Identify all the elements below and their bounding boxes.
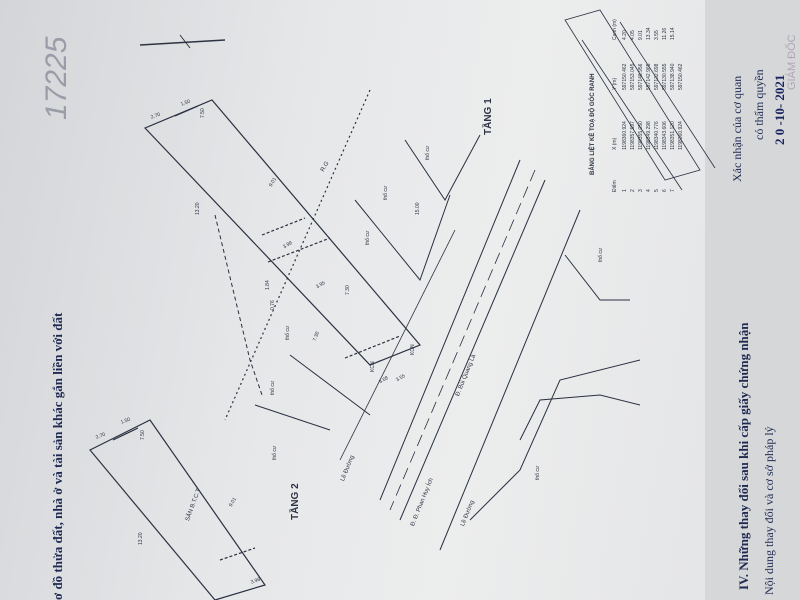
stamp-fragment: GIÁM ĐỐC bbox=[786, 34, 798, 90]
neighbour-parcels bbox=[254, 134, 641, 521]
dimension-label: 13.20 bbox=[195, 202, 201, 215]
coordinate-table-cell: 5 bbox=[654, 189, 660, 192]
dimension-label: 1.84 bbox=[265, 280, 271, 290]
coordinate-table-cell: 1198351.120 bbox=[670, 121, 676, 150]
section-heading: ơ đồ thửa đất, nhà ở và tài sản khác gắn… bbox=[50, 312, 65, 600]
coordinate-table-cell: 597138.940 bbox=[670, 63, 676, 90]
coordinate-table-cell: 7 bbox=[670, 189, 676, 192]
coordinate-table-cell: 6 bbox=[662, 189, 668, 192]
north-arrow-icon bbox=[139, 34, 226, 49]
coordinate-table-cell: 3.55 bbox=[654, 30, 660, 40]
coordinate-table-cell: 597142.965 bbox=[646, 63, 652, 90]
coordinate-table-cell: 1198360.924 bbox=[622, 121, 628, 150]
parcel-label: thổ cư bbox=[270, 380, 276, 395]
coordinate-table-cell: 2 bbox=[630, 189, 636, 192]
coordinate-table-cell: 597150.462 bbox=[622, 63, 628, 90]
section-iv-column-content: Nội dung thay đổi và cơ sở pháp lý bbox=[762, 426, 776, 595]
coordinate-table-cell: 13.34 bbox=[646, 27, 652, 40]
coordinate-table-cell: 4 bbox=[646, 189, 652, 192]
dimension-label: 13.20 bbox=[138, 532, 144, 545]
dotted-boundary bbox=[224, 89, 371, 421]
section-iv-column-confirm: Xác nhận của cơ quan bbox=[730, 75, 744, 182]
road-lines bbox=[339, 159, 581, 551]
coordinate-table-cell: 597150.462 bbox=[678, 63, 684, 90]
construction-outline bbox=[214, 214, 263, 396]
parcel-label: thổ cư bbox=[272, 445, 278, 460]
coordinate-table-cell: 1198357.597 bbox=[630, 121, 636, 150]
fold-shadow bbox=[705, 0, 800, 600]
coordinate-table-cell: 11.26 bbox=[662, 27, 668, 40]
second-lot-outline bbox=[89, 419, 266, 600]
dimension-label: 0.76 bbox=[270, 300, 276, 310]
coordinate-table-cell: 597132.698 bbox=[654, 63, 660, 90]
coordinate-table-header: X (m) bbox=[612, 137, 618, 150]
coordinate-table-header: Y (m) bbox=[612, 77, 618, 90]
dimension-label: 7.50 bbox=[200, 108, 206, 118]
handwritten-reference-number: 17225 bbox=[40, 36, 73, 120]
coordinate-table-header: Điểm bbox=[612, 180, 618, 192]
dimension-label: 7.50 bbox=[140, 430, 146, 440]
dimension-label: KCN bbox=[410, 344, 416, 355]
coordinate-table-cell: 597130.555 bbox=[662, 63, 668, 90]
coordinate-table-cell: 3 bbox=[638, 189, 644, 192]
coordinate-table-header: Cạnh (m) bbox=[612, 19, 618, 40]
floor-label-2: TẦNG 2 bbox=[290, 483, 301, 520]
parcel-label: thổ cư bbox=[285, 325, 291, 340]
parcel-label: thổ cư bbox=[598, 247, 604, 262]
section-iv-heading: IV. Những thay đổi sau khi cấp giấy chứn… bbox=[736, 322, 751, 590]
coordinate-table-cell: 1198355.050 bbox=[638, 121, 644, 150]
parcel-label: thổ cư bbox=[425, 145, 431, 160]
coordinate-table-cell: 1198349.298 bbox=[646, 121, 652, 150]
dimension-label: 15.00 bbox=[415, 202, 421, 215]
coordinate-table-cell: 15.14 bbox=[670, 27, 676, 40]
parcel-label: thổ cư bbox=[383, 185, 389, 200]
coordinate-table-cell: 597148.956 bbox=[638, 63, 644, 90]
coordinate-table-title: BẢNG LIỆT KÊ TOẠ ĐỘ GÓC RANH bbox=[590, 73, 596, 175]
coordinate-table-cell: 4.20 bbox=[622, 30, 628, 40]
coordinate-table-cell: 9.01 bbox=[638, 30, 644, 40]
coordinate-table-cell: 597153.045 bbox=[630, 63, 636, 90]
parcel-label: thổ cư bbox=[365, 230, 371, 245]
coordinate-table-frame bbox=[564, 9, 716, 191]
coordinate-table-cell: 4.05 bbox=[630, 30, 636, 40]
main-lot-outline bbox=[143, 99, 421, 366]
coordinate-table-cell: 1 bbox=[622, 189, 628, 192]
floor-label-1: TẦNG 1 bbox=[483, 98, 494, 135]
coordinate-table-cell: 1198340.776 bbox=[654, 121, 660, 150]
coordinate-table-cell: 1198360.924 bbox=[678, 121, 684, 150]
section-iv-column-confirm-2: có thẩm quyền bbox=[752, 69, 766, 140]
dimension-label: 7.30 bbox=[345, 285, 351, 295]
dimension-label: KCN bbox=[370, 361, 376, 372]
parcel-label: thổ cư bbox=[535, 465, 541, 480]
coordinate-table-cell: 1198343.606 bbox=[662, 121, 668, 150]
